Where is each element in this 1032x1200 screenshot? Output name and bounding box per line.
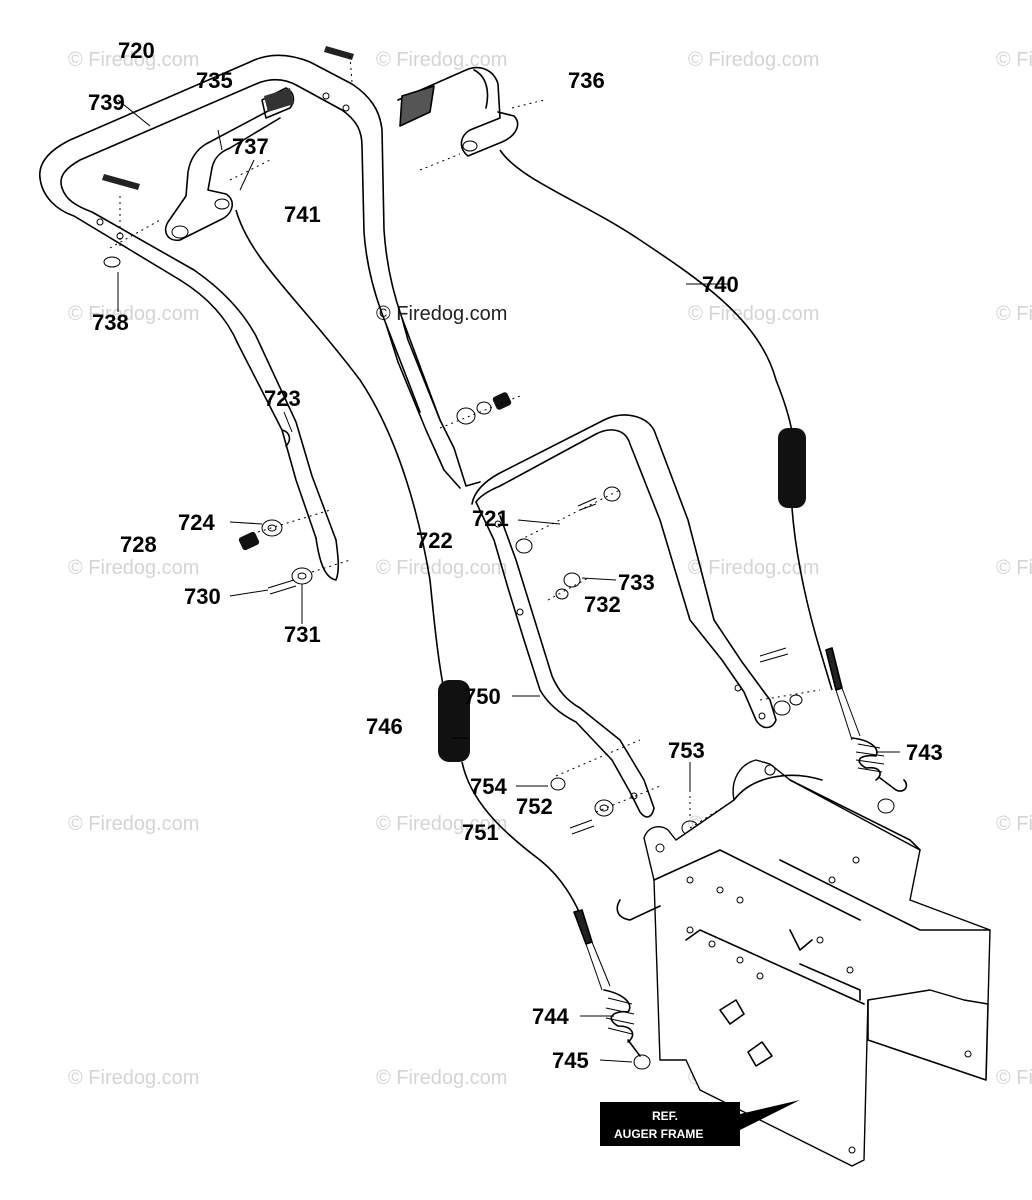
label-754: 754	[470, 774, 507, 799]
cable-sleeve-740	[778, 428, 806, 508]
label-743: 743	[906, 740, 943, 765]
label-leaders	[117, 99, 900, 1063]
watermark: © Firedog.com	[688, 49, 819, 71]
watermark: © Firedog.com	[68, 303, 199, 325]
grip-pads	[102, 46, 354, 190]
label-741: 741	[284, 202, 321, 227]
spring-744	[603, 989, 651, 1070]
label-731: 731	[284, 622, 321, 647]
right-control-lever	[397, 66, 545, 171]
watermark: © Firedog.com	[996, 557, 1032, 579]
label-750: 750	[464, 684, 501, 709]
watermark: © Firedog.com	[996, 813, 1032, 835]
upper-handle	[39, 54, 481, 581]
cable-740-lower	[791, 507, 833, 691]
ref-line1: REF.	[652, 1109, 678, 1123]
label-722: 722	[416, 528, 453, 553]
watermark: © Firedog.com	[68, 1067, 199, 1089]
watermark: © Firedog.com	[68, 813, 199, 835]
lower-handle	[471, 414, 777, 818]
watermark: © Firedog.com	[996, 49, 1032, 71]
watermark: © Firedog.com	[376, 557, 507, 579]
watermark: © Firedog.com	[688, 303, 819, 325]
label-744: 744	[532, 1004, 569, 1029]
cable-740	[499, 149, 793, 433]
ref-auger-frame-callout: REF. AUGER FRAME	[600, 1100, 800, 1146]
cable-741	[235, 209, 445, 691]
label-735: 735	[196, 68, 233, 93]
cable-751	[461, 761, 581, 915]
label-745: 745	[552, 1048, 589, 1073]
watermark: © Firedog.com	[68, 557, 199, 579]
label-721: 721	[472, 506, 509, 531]
label-733: 733	[618, 570, 655, 595]
spring-743	[851, 737, 908, 814]
leader-lines	[103, 55, 353, 268]
label-720: 720	[118, 38, 155, 63]
watermark: © Firedog.com	[68, 49, 199, 71]
label-738: 738	[92, 310, 129, 335]
cable-sleeve-746	[438, 680, 470, 762]
label-728: 728	[120, 532, 157, 557]
label-723: 723	[264, 386, 301, 411]
label-739: 739	[88, 90, 125, 115]
watermark: © Firedog.com	[376, 813, 507, 835]
watermark: © Firedog.com	[376, 1067, 507, 1089]
label-740: 740	[702, 272, 739, 297]
label-746: 746	[366, 714, 403, 739]
label-736: 736	[568, 68, 605, 93]
label-737: 737	[232, 134, 269, 159]
watermark: © Firedog.com	[688, 557, 819, 579]
watermark-center: © Firedog.com	[376, 303, 507, 325]
part-labels: 720 735 739 737 736 741 740 738 723 724 …	[88, 38, 943, 1073]
label-751: 751	[462, 820, 499, 845]
label-724: 724	[178, 510, 215, 535]
auger-frame	[616, 759, 991, 1167]
watermark: © Firedog.com	[996, 303, 1032, 325]
ref-line2: AUGER FRAME	[614, 1127, 703, 1141]
label-730: 730	[184, 584, 221, 609]
watermark: © Firedog.com	[996, 1067, 1032, 1089]
label-752: 752	[516, 794, 553, 819]
left-control-lever	[164, 87, 295, 242]
label-753: 753	[668, 738, 705, 763]
label-732: 732	[584, 592, 621, 617]
watermark: © Firedog.com	[376, 49, 507, 71]
